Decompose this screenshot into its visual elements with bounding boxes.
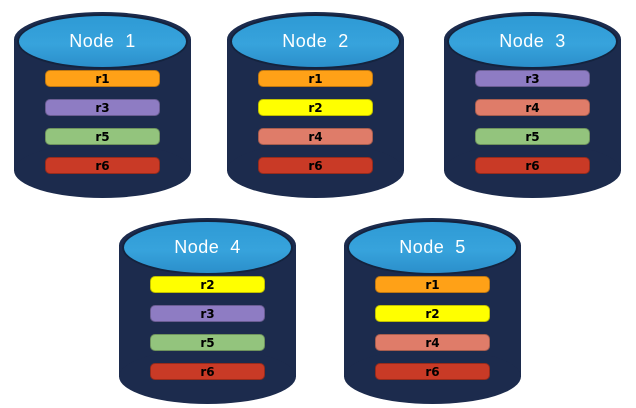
replica-bar-r6: r6 — [375, 363, 490, 380]
replica-bar-r5: r5 — [45, 128, 160, 145]
replica-bar-r6: r6 — [475, 157, 590, 174]
cylinder-top-face: Node 4 — [122, 220, 293, 275]
replica-bar-r3: r3 — [150, 305, 265, 322]
replica-bar-r1: r1 — [375, 276, 490, 293]
replica-bar-r3: r3 — [45, 99, 160, 116]
cylinder-top-face: Node 5 — [347, 220, 518, 275]
replica-bar-list: r3 r4 r5 r6 — [475, 70, 590, 174]
replica-bar-r2: r2 — [258, 99, 373, 116]
node-title: Node 1 — [69, 31, 136, 51]
replica-bar-list: r1 r2 r4 r6 — [375, 276, 490, 380]
replica-bar-r5: r5 — [150, 334, 265, 351]
replica-bar-r2: r2 — [375, 305, 490, 322]
cylinder-top-face: Node 3 — [447, 14, 618, 69]
replica-bar-list: r1 r2 r4 r6 — [258, 70, 373, 174]
replica-bar-r6: r6 — [258, 157, 373, 174]
cylinder-top-face: Node 1 — [17, 14, 188, 69]
replica-bar-r5: r5 — [475, 128, 590, 145]
replica-bar-list: r1 r3 r5 r6 — [45, 70, 160, 174]
replica-bar-r4: r4 — [258, 128, 373, 145]
node-title: Node 4 — [174, 237, 241, 257]
replica-bar-r3: r3 — [475, 70, 590, 87]
node-title: Node 2 — [282, 31, 349, 51]
replica-bar-r1: r1 — [45, 70, 160, 87]
replica-bar-r4: r4 — [475, 99, 590, 116]
node-title: Node 3 — [499, 31, 566, 51]
node-title: Node 5 — [399, 237, 466, 257]
replica-bar-list: r2 r3 r5 r6 — [150, 276, 265, 380]
replica-bar-r6: r6 — [150, 363, 265, 380]
replica-bar-r6: r6 — [45, 157, 160, 174]
node-cylinder-5: Node 5 r1 r2 r4 r6 — [344, 218, 521, 404]
node-cylinder-3: Node 3 r3 r4 r5 r6 — [444, 12, 621, 198]
replica-bar-r4: r4 — [375, 334, 490, 351]
node-cylinder-1: Node 1 r1 r3 r5 r6 — [14, 12, 191, 198]
replica-bar-r1: r1 — [258, 70, 373, 87]
replica-bar-r2: r2 — [150, 276, 265, 293]
node-cylinder-2: Node 2 r1 r2 r4 r6 — [227, 12, 404, 198]
cylinder-top-face: Node 2 — [230, 14, 401, 69]
node-cylinder-4: Node 4 r2 r3 r5 r6 — [119, 218, 296, 404]
